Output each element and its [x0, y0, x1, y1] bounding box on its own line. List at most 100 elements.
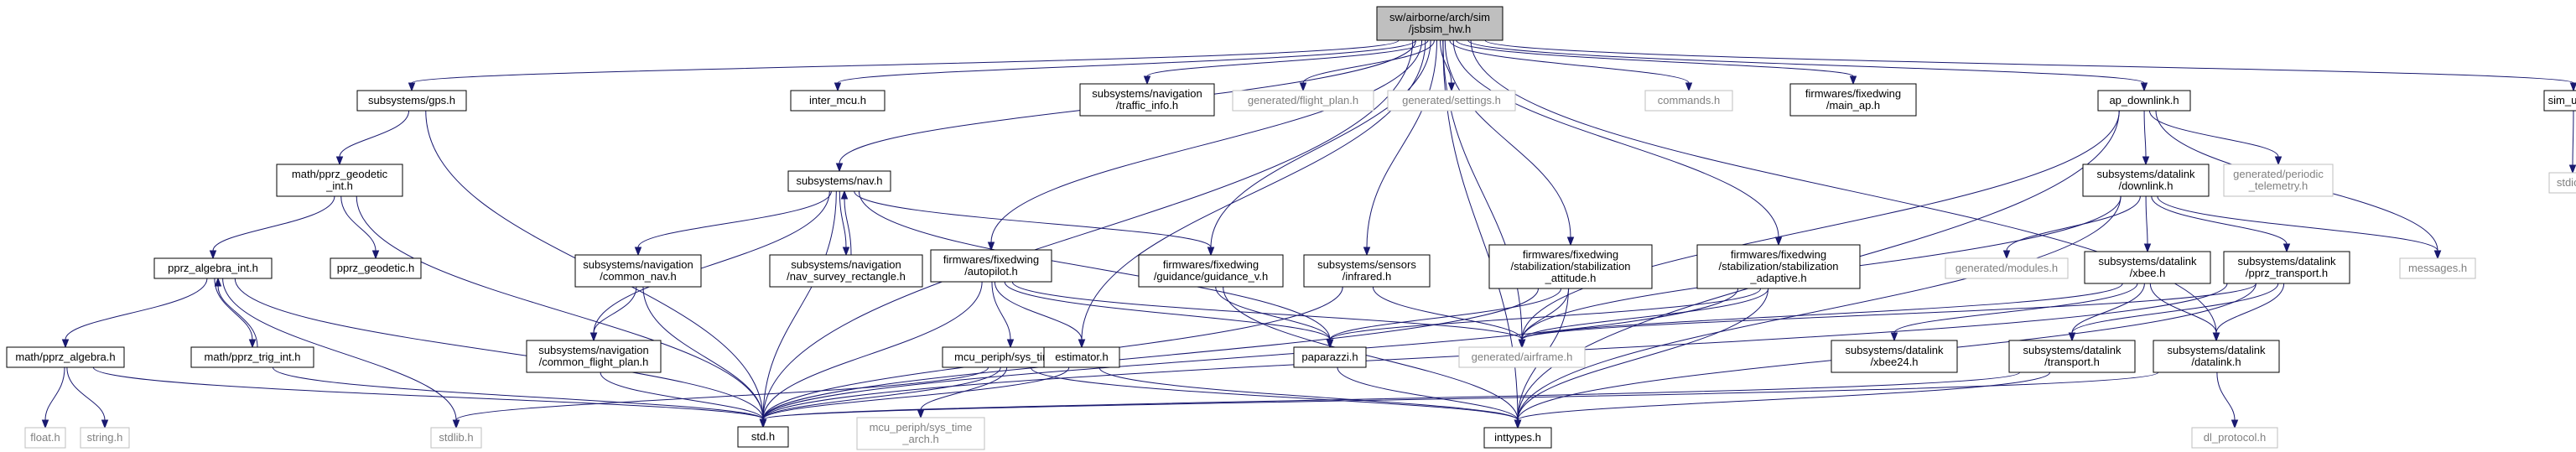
node-stab-att[interactable]: firmwares/fixedwing/stabilization/stabil… — [1488, 244, 1653, 289]
edge-estimator-to-std — [762, 366, 1070, 420]
node-box — [526, 340, 662, 373]
node-nav[interactable]: subsystems/nav.h — [787, 170, 891, 192]
node-box — [2097, 90, 2191, 112]
edge-ap_downlink-to-airframe — [1521, 110, 2120, 340]
node-commands: commands.h — [1644, 90, 1733, 112]
node-paparazzi[interactable]: paparazzi.h — [1293, 346, 1367, 368]
node-pprz-transport[interactable]: subsystems/datalink/pprz_transport.h — [2223, 251, 2350, 284]
node-label: commands.h — [1658, 94, 1720, 107]
edge-geodetic_int-to-pprz_geodetic — [340, 195, 377, 252]
node-main-ap[interactable]: firmwares/fixedwing/main_ap.h — [1789, 83, 1917, 117]
edge-layer — [41, 39, 2576, 429]
node-label: inttypes.h — [1494, 431, 1541, 444]
node-inttypes[interactable]: inttypes.h — [1483, 427, 1552, 449]
node-common-nav[interactable]: subsystems/navigation/common_nav.h — [574, 254, 702, 288]
node-xbee[interactable]: subsystems/datalink/xbee.h — [2084, 251, 2211, 284]
node-label: /common_flight_plan.h — [539, 356, 649, 368]
edge-transport-to-inttypes — [1517, 371, 2051, 421]
node-sim-uart[interactable]: sim_uart.h — [2543, 90, 2576, 112]
node-infrared[interactable]: subsystems/sensors/infrared.h — [1303, 254, 1431, 288]
node-box — [1696, 244, 1861, 289]
node-flight-plan: generated/flight_plan.h — [1232, 90, 1374, 112]
arrowhead — [1518, 339, 1526, 349]
node-std[interactable]: std.h — [737, 426, 789, 448]
node-box — [930, 249, 1052, 283]
node-box — [430, 427, 482, 449]
node-stab-adapt[interactable]: firmwares/fixedwing/stabilization/stabil… — [1696, 244, 1861, 289]
node-label: subsystems/nav.h — [796, 174, 882, 187]
node-geodetic-int[interactable]: math/pprz_geodetic_int.h — [276, 164, 403, 197]
node-datalink[interactable]: subsystems/datalink/datalink.h — [2153, 340, 2280, 373]
node-traffic[interactable]: subsystems/navigation/traffic_info.h — [1079, 83, 1215, 117]
node-label: subsystems/navigation — [538, 344, 649, 356]
node-algebra[interactable]: math/pprz_algebra.h — [6, 346, 125, 368]
node-common-fp[interactable]: subsystems/navigation/common_flight_plan… — [526, 340, 662, 373]
node-gps[interactable]: subsystems/gps.h — [356, 90, 467, 112]
node-label: _int.h — [325, 179, 353, 192]
edge-pprz_transport-to-transport — [2071, 283, 2279, 334]
node-guidance-v[interactable]: firmwares/fixedwing/guidance/guidance_v.… — [1138, 254, 1284, 288]
arrowhead — [917, 409, 925, 419]
arrowhead — [1447, 82, 1456, 92]
node-label: generated/settings.h — [1402, 94, 1501, 107]
edge-root-to-ap_downlink — [1467, 39, 2145, 84]
node-label: generated/airframe.h — [1472, 351, 1573, 363]
node-algebra-int[interactable]: pprz_algebra_int.h — [153, 257, 273, 279]
node-layer: sw/airborne/arch/sim/jsbsim_hw.h subsyste… — [6, 6, 2576, 450]
arrowhead — [2569, 82, 2576, 92]
edge-guidance_v-to-inttypes — [1223, 286, 1519, 421]
arrowhead — [759, 418, 767, 429]
arrowhead — [1207, 247, 1215, 257]
node-sys-time-arch: mcu_periph/sys_time_arch.h — [856, 417, 985, 450]
node-box — [153, 257, 273, 279]
edge-algebra-to-float — [44, 366, 65, 421]
edge-xbee-to-transport — [2071, 283, 2145, 334]
edge-nav-to-std — [762, 190, 837, 420]
node-autopilot[interactable]: firmwares/fixedwing/autopilot.h — [930, 249, 1052, 283]
edge-root-to-traffic — [1146, 39, 1429, 77]
arrowhead — [2142, 156, 2150, 166]
arrowhead — [2568, 164, 2576, 174]
node-pprz-geodetic[interactable]: pprz_geodetic.h — [330, 257, 422, 279]
node-label: /infrared.h — [1343, 270, 1392, 283]
node-box — [574, 254, 702, 288]
node-string: string.h — [80, 427, 130, 449]
node-label: /stabilization/stabilization — [1510, 260, 1630, 273]
node-label: std.h — [751, 430, 775, 443]
edge-pprz_transport-to-datalink — [2215, 283, 2285, 334]
arrowhead — [2274, 156, 2283, 166]
node-label: sw/airborne/arch/sim — [1389, 11, 1490, 23]
node-box — [1831, 340, 1958, 373]
arrowhead — [214, 277, 222, 287]
edge-pprz_transport-to-airframe — [1521, 283, 2257, 340]
node-dl-downlink[interactable]: subsystems/datalink/downlink.h — [2082, 164, 2210, 197]
node-inter-mcu[interactable]: inter_mcu.h — [790, 90, 886, 112]
edge-geodetic_int-to-algebra_int — [212, 195, 335, 252]
node-transport[interactable]: subsystems/datalink/transport.h — [2008, 340, 2136, 373]
arrowhead — [2212, 332, 2220, 342]
node-estimator[interactable]: estimator.h — [1043, 346, 1120, 368]
node-trig-int[interactable]: math/pprz_trig_int.h — [190, 346, 314, 368]
node-label: subsystems/sensors — [1317, 258, 1416, 271]
node-xbee24[interactable]: subsystems/datalink/xbee24.h — [1831, 340, 1958, 373]
arrowhead — [2143, 243, 2152, 253]
node-box — [2543, 90, 2576, 112]
node-box — [80, 427, 130, 449]
node-label: /xbee24.h — [1870, 356, 1918, 368]
node-label: subsystems/navigation — [1092, 87, 1202, 100]
edge-autopilot-to-sys_time — [991, 281, 1011, 340]
edge-stab_att-to-paparazzi — [1329, 288, 1562, 340]
edge-algebra-to-string — [66, 366, 106, 421]
node-label: /traffic_info.h — [1116, 99, 1178, 112]
edge-root-to-inter_mcu — [837, 39, 1416, 84]
node-ap-downlink[interactable]: ap_downlink.h — [2097, 90, 2191, 112]
arrowhead — [1326, 339, 1334, 349]
node-box — [6, 346, 125, 368]
edge-nav-to-guidance_v — [854, 190, 1212, 248]
node-root[interactable]: sw/airborne/arch/sim/jsbsim_hw.h — [1376, 6, 1504, 41]
node-nav-survey[interactable]: subsystems/navigation/nav_survey_rectang… — [769, 254, 923, 288]
node-label: generated/flight_plan.h — [1248, 94, 1358, 107]
arrowhead — [1849, 75, 1857, 86]
node-label: math/pprz_trig_int.h — [205, 351, 301, 363]
